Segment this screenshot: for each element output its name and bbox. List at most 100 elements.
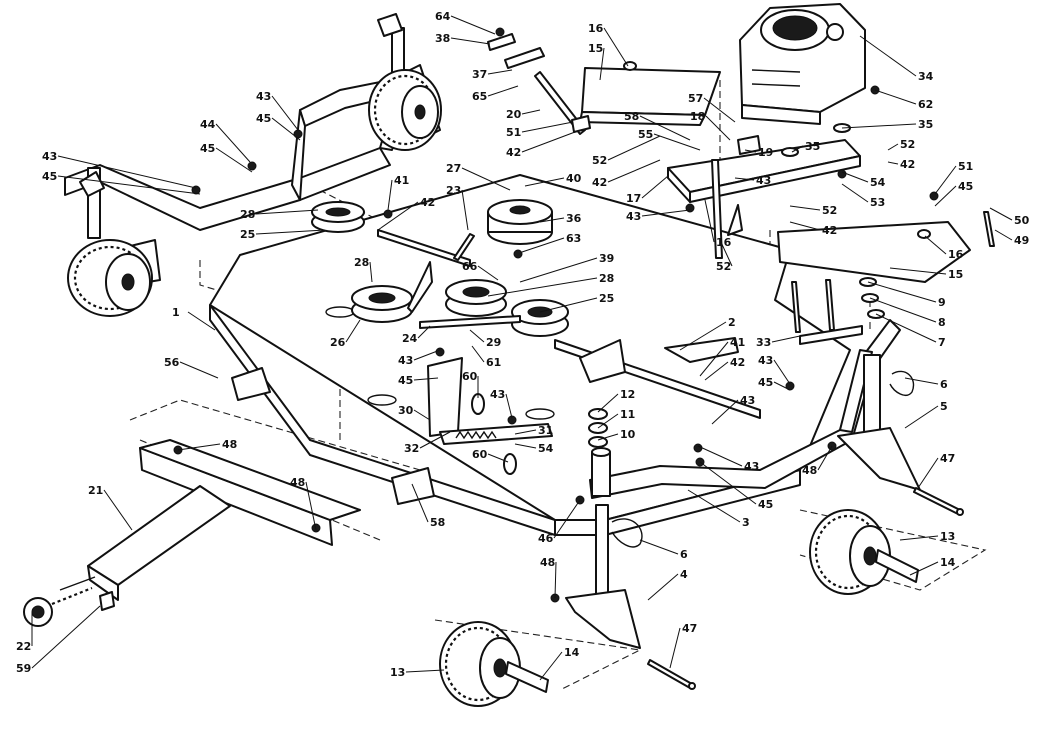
callout-label: 43 (256, 90, 271, 103)
callout-label: 30 (398, 404, 414, 417)
callout-leader-line (887, 143, 899, 151)
callout-leader-line (505, 393, 513, 419)
callout-c43d: 43 (711, 394, 755, 425)
pulley-left-spindle (351, 285, 413, 323)
callout-label: 55 (638, 128, 653, 141)
callout-leader-line (487, 453, 509, 463)
callout-c56a: 56 (164, 356, 219, 379)
callout-leader-line (705, 115, 731, 141)
callout-label: 14 (940, 556, 956, 569)
callout-label: 6 (940, 378, 948, 391)
callout-leader-line (514, 429, 537, 435)
callout-c20: 20 (506, 108, 541, 121)
callout-label: 43 (398, 354, 413, 367)
callout-c5: 5 (904, 400, 948, 429)
callout-c52a: 52 (592, 135, 661, 167)
callout-label: 45 (256, 112, 271, 125)
callout-leader-line (255, 229, 326, 235)
callout-label: 15 (588, 42, 603, 55)
callout-leader-line (704, 199, 715, 243)
callout-leader-line (994, 229, 1013, 241)
callout-label: 50 (1014, 214, 1030, 227)
callout-label: 16 (716, 236, 732, 249)
callout-leader-line (521, 237, 565, 253)
callout-c54a: 54 (841, 171, 886, 189)
callout-label: 45 (758, 498, 773, 511)
callout-c58: 58 (624, 110, 691, 141)
callout-label: 14 (564, 646, 580, 659)
callout-label: 43 (490, 388, 505, 401)
callout-label: 52 (592, 154, 607, 167)
callout-c52c: 52 (789, 204, 837, 217)
callout-label: 13 (390, 666, 405, 679)
belt-cover-shields (579, 61, 971, 283)
callout-leader-line (177, 443, 221, 451)
callout-c30: 30 (398, 404, 431, 421)
callout-c13b: 13 (390, 666, 445, 679)
callout-leader-line (669, 627, 681, 669)
callout-label: 42 (420, 196, 435, 209)
callout-leader-line (699, 461, 757, 505)
callout-c28c: 28 (487, 272, 614, 297)
callout-label: 20 (506, 108, 522, 121)
callout-leader-line (487, 277, 598, 297)
belt-guides-and-brackets (231, 229, 863, 505)
callout-c1: 1 (172, 306, 216, 331)
wheel-front-left (67, 239, 153, 317)
callout-c45f: 45 (256, 112, 301, 141)
callout-c43b: 43 (626, 209, 691, 223)
front-axle-frame (64, 64, 426, 231)
callout-label: 42 (822, 224, 837, 237)
callout-label: 33 (756, 336, 771, 349)
callout-c12: 12 (597, 388, 635, 413)
callout-leader-line (841, 171, 869, 183)
callout-c29: 29 (469, 329, 501, 349)
callout-c45a: 45 (934, 180, 973, 207)
callout-label: 44 (200, 118, 216, 131)
callout-label: 21 (88, 484, 103, 497)
callout-c55: 55 (638, 128, 701, 151)
callout-leader-line (641, 209, 691, 217)
callout-c43h: 43 (398, 349, 441, 367)
callout-leader-line (387, 179, 393, 211)
wheel-rear-right (809, 509, 919, 595)
pivot-posts (87, 27, 881, 601)
callout-c6a: 6 (904, 377, 948, 391)
callout-c42c: 42 (887, 158, 915, 171)
callout-label: 45 (758, 376, 773, 389)
callout-label: 15 (948, 268, 963, 281)
callout-c45e: 45 (200, 142, 253, 173)
callout-leader-line (859, 35, 917, 77)
callout-c31: 31 (514, 424, 553, 437)
callout-leader-line (934, 185, 957, 207)
callout-c17: 17 (626, 175, 669, 205)
callout-c28b: 28 (354, 256, 373, 283)
callout-leader-line (469, 329, 485, 343)
callout-label: 43 (626, 210, 641, 223)
callout-leader-line (817, 445, 833, 471)
callout-leader-line (271, 117, 301, 141)
callout-c43f: 43 (42, 150, 197, 189)
callout-c33: 33 (756, 335, 801, 349)
callout-c66: 66 (462, 260, 499, 281)
callout-c42a: 42 (506, 131, 576, 159)
callout-c10: 10 (597, 428, 636, 441)
callout-c26: 26 (330, 319, 361, 349)
callout-label: 35 (805, 140, 820, 153)
callout-label: 27 (446, 162, 461, 175)
callout-c44: 44 (200, 118, 251, 163)
callout-c16a: 16 (588, 22, 629, 67)
callout-leader-line (703, 97, 736, 123)
callout-c59: 59 (16, 605, 101, 675)
callout-c42e: 42 (704, 356, 745, 381)
callout-leader-line (771, 335, 801, 343)
callout-c14b: 14 (539, 646, 580, 681)
callout-leader-line (514, 443, 537, 449)
callout-c58b: 58 (411, 483, 445, 529)
callout-label: 54 (870, 176, 886, 189)
callout-label: 66 (462, 260, 478, 273)
callout-leader-line (934, 165, 957, 195)
callout-leader-line (875, 313, 937, 343)
callout-label: 48 (802, 464, 817, 477)
callout-c6b: 6 (639, 539, 688, 561)
